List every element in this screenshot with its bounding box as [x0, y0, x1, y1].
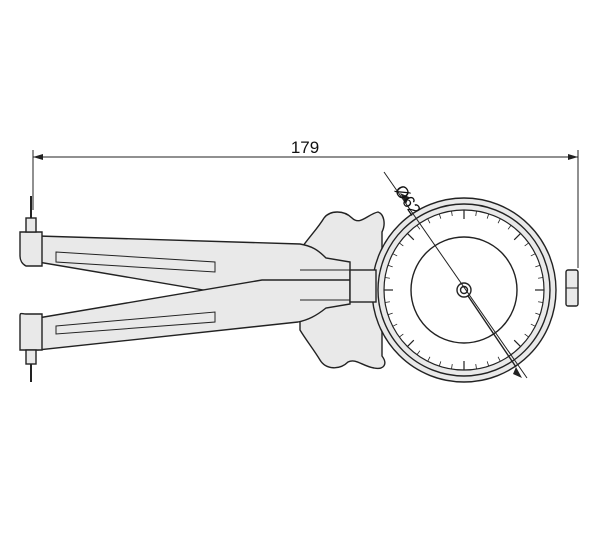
dial-tick: [387, 312, 393, 316]
dial-tick: [427, 356, 431, 362]
dial-tick: [486, 361, 490, 367]
dial-tick: [497, 356, 501, 362]
length-dimension: 179: [32, 138, 579, 268]
dial-needle: [463, 289, 517, 368]
arrowhead-right: [568, 154, 578, 160]
dial-tick: [407, 339, 415, 347]
dial-tick: [535, 264, 541, 268]
dial-tick: [451, 210, 453, 216]
arrowhead-left: [33, 154, 43, 160]
dial-tick: [392, 323, 398, 327]
dial-tick: [392, 253, 398, 257]
dial-tick: [427, 218, 431, 224]
diameter-leader-line: [383, 171, 528, 379]
pivot-block: [349, 269, 377, 303]
diameter-arrow-bottom: [513, 367, 522, 378]
dial-tick: [384, 301, 390, 303]
dial-tick: [384, 277, 390, 279]
lower-contact-tip: [25, 349, 37, 365]
dial-inner-ring: [410, 236, 518, 344]
upper-contact-tip: [25, 217, 37, 233]
dial-tick: [475, 210, 477, 216]
needle-hub: [456, 282, 472, 298]
dial-tick: [438, 213, 442, 219]
dial-tick: [524, 242, 529, 247]
dial-tick: [399, 333, 404, 338]
dial-tick: [399, 242, 404, 247]
dial-tick: [530, 323, 536, 327]
dial-tick: [475, 364, 477, 370]
upper-jaw: [19, 231, 43, 267]
dial-tick: [407, 233, 415, 241]
dial-tick: [535, 312, 541, 316]
dial-bezel-inner: [377, 203, 551, 377]
upper-arm-slot: [55, 251, 216, 273]
lower-arm-slot: [55, 311, 216, 335]
diameter-arrow-top: [400, 193, 409, 204]
dial-tick: [538, 277, 544, 279]
dial-tick: [387, 264, 393, 268]
dial-tick: [538, 301, 544, 303]
length-label: 179: [291, 138, 319, 157]
dial-tick: [451, 364, 453, 370]
dial-tick: [513, 233, 521, 241]
dial-gauge: [371, 197, 579, 383]
dial-tick: [416, 225, 421, 230]
lower-jaw: [19, 312, 43, 351]
dial-tick: [524, 333, 529, 338]
dial-tick: [513, 339, 521, 347]
dial-tick: [507, 225, 512, 230]
lower-arm-body: [37, 279, 351, 351]
dial-tick: [438, 361, 442, 367]
dial-tick: [497, 218, 501, 224]
dial-tick: [486, 213, 490, 219]
dial-tick: [530, 253, 536, 257]
dial-tick: [416, 350, 421, 355]
